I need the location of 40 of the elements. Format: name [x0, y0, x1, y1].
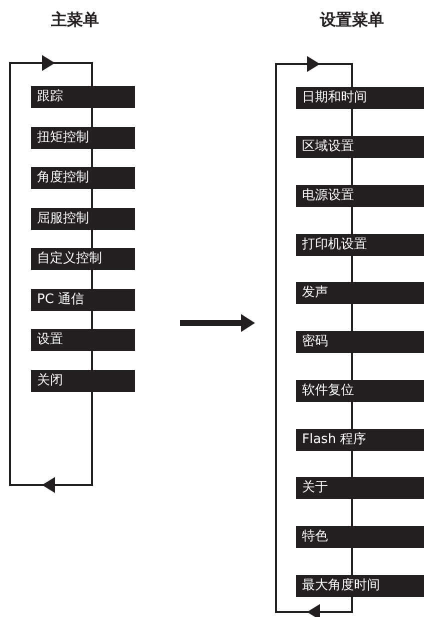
menu-heading: 主菜单	[51, 10, 99, 31]
loop-arrow	[275, 56, 353, 617]
connector-line	[91, 108, 93, 127]
connector-line	[351, 548, 353, 575]
menu-item: 打印机设置	[296, 234, 424, 256]
menu-item: 扭矩控制	[31, 127, 135, 149]
menu-item: 自定义控制	[31, 248, 135, 270]
connector-line	[351, 109, 353, 136]
connector-line	[351, 499, 353, 526]
menu-item: 软件复位	[296, 380, 424, 402]
menu-item: PC 通信	[31, 289, 135, 311]
connector-line	[351, 451, 353, 477]
menu-item: 屈服控制	[31, 208, 135, 230]
menu-item: 关闭	[31, 370, 135, 392]
menu-item: 角度控制	[31, 167, 135, 189]
connector-line	[91, 270, 93, 289]
menu-item: 关于	[296, 477, 424, 499]
loop-arrow	[9, 55, 93, 493]
menu-item: 电源设置	[296, 185, 424, 207]
connector-line	[91, 189, 93, 208]
menu-item: 最大角度时间	[296, 575, 424, 597]
connector-line	[91, 351, 93, 370]
menu-item: 特色	[296, 526, 424, 548]
menu-item: 区域设置	[296, 136, 424, 158]
menu-item: 设置	[31, 329, 135, 351]
menu-item: Flash 程序	[296, 429, 424, 451]
connector-line	[351, 402, 353, 429]
connector-line	[351, 207, 353, 234]
menu-heading: 设置菜单	[320, 10, 384, 31]
connector-line	[351, 304, 353, 331]
menu-item: 发声	[296, 282, 424, 304]
connector-line	[91, 230, 93, 248]
connector-line	[351, 353, 353, 380]
connector-line	[351, 256, 353, 282]
connector-line	[91, 149, 93, 167]
menu-item: 跟踪	[31, 86, 135, 108]
connector-line	[351, 158, 353, 185]
menu-item: 密码	[296, 331, 424, 353]
connector-line	[91, 311, 93, 329]
menu-item: 日期和时间	[296, 87, 424, 109]
